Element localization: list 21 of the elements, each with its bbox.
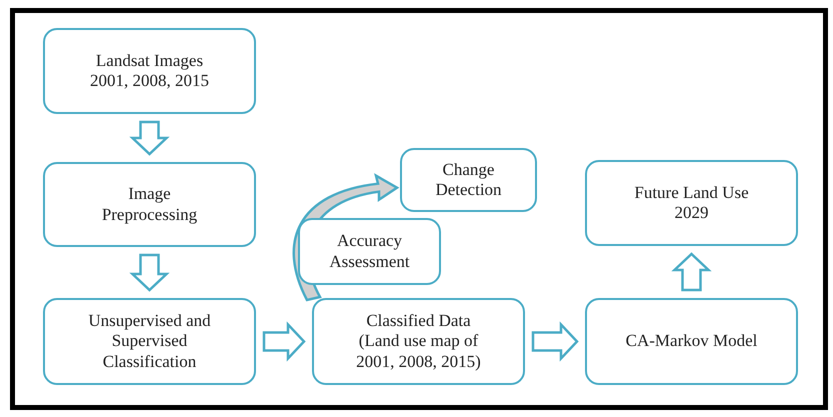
- block-arrow: [129, 254, 170, 292]
- box-label: Classified Data (Land use map of 2001, 2008, 2015): [355, 310, 482, 372]
- process-box: [312, 298, 525, 385]
- process-box: [43, 162, 256, 247]
- box-label: Unsupervised and Supervised Classification: [87, 310, 212, 372]
- block-arrow: [671, 252, 712, 292]
- process-box: [298, 218, 441, 285]
- box-label: CA-Markov Model: [624, 331, 758, 352]
- box-label: Future Land Use 2029: [633, 182, 750, 224]
- block-arrow: [129, 120, 170, 156]
- process-box: [43, 28, 256, 114]
- process-box: [43, 298, 256, 385]
- box-label: Image Preprocessing: [100, 184, 198, 225]
- box-label: Landsat Images 2001, 2008, 2015: [89, 50, 210, 92]
- block-arrow: [262, 321, 306, 362]
- process-box: [585, 298, 798, 385]
- box-label: Accuracy Assessment: [328, 231, 411, 272]
- block-arrow: [532, 321, 579, 362]
- process-box: [400, 148, 537, 212]
- process-box: [585, 160, 798, 246]
- box-label: Change Detection: [434, 160, 503, 200]
